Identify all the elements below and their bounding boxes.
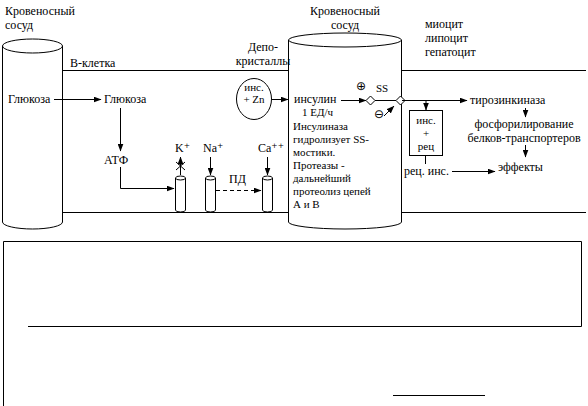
ion-label: Na⁺ xyxy=(203,141,229,155)
link-line xyxy=(425,156,426,164)
enzyme-label: тирозинкиназа xyxy=(470,93,580,107)
substance-label: Глюкоза xyxy=(8,92,62,106)
substance-label: инсулин xyxy=(294,92,354,106)
flow-arrow xyxy=(121,167,175,189)
flow-connector xyxy=(272,99,288,100)
inhibit-arrow xyxy=(384,106,394,116)
flow-arrow xyxy=(452,171,495,172)
cylinder-outline xyxy=(3,39,63,229)
flow-arrow xyxy=(525,145,526,157)
process-label: фосфорилирование белков-транспортеров xyxy=(462,117,586,145)
complex-label: рец. инс. xyxy=(404,164,454,178)
substance-label: Глюкоза xyxy=(104,92,164,106)
ion-arrow xyxy=(267,157,268,175)
bond-label: SS xyxy=(376,82,396,95)
blood-vessel-cylinder: Кровеносный сосудГлюкоза xyxy=(2,0,63,232)
ion-arrow xyxy=(180,157,181,175)
flow-arrow xyxy=(405,100,467,101)
flow-arrow xyxy=(341,100,366,101)
ion-label: K⁺ xyxy=(175,141,195,155)
effect-label: эффекты xyxy=(498,160,558,174)
membrane-line xyxy=(402,70,586,71)
diamond-mark xyxy=(396,96,405,105)
membrane-line xyxy=(63,70,288,71)
flow-arrow xyxy=(525,108,526,117)
depot-ellipse: Депо-кристаллыинс. + Zn xyxy=(236,78,272,120)
ion-arrow xyxy=(210,157,211,175)
vessel-heading: Кровеносный сосуд xyxy=(5,4,85,32)
blood-vessel-cylinder-outline xyxy=(2,0,63,232)
membrane-line xyxy=(402,212,586,213)
answer-line xyxy=(393,395,485,396)
activation-sign: ⊕ xyxy=(356,79,372,93)
rate-label: 1 ЕД/ч xyxy=(302,106,352,119)
flow-arrow xyxy=(120,108,121,151)
cell-label: В-клетка xyxy=(70,56,140,70)
ellipse-outline xyxy=(237,79,272,120)
blood-vessel-cylinder: Кровеносный сосуд инсулин1 ЕД/ч ⊕ SS ⊖Инсули… xyxy=(288,0,402,232)
cell-type-label: миоцит xyxy=(425,17,495,31)
block-cross xyxy=(176,162,185,170)
flow-connector xyxy=(402,101,426,111)
block-cross xyxy=(176,162,185,170)
complex-label: инс. + рец xyxy=(414,114,438,153)
cell-type-label: гепатоцит xyxy=(425,45,495,59)
diamond-mark xyxy=(366,96,375,105)
substance-label: АТФ xyxy=(104,153,144,167)
ion-channel xyxy=(263,176,273,212)
cylinder-outline xyxy=(289,33,402,229)
depot-heading: Депо-кристаллы xyxy=(230,40,296,68)
dashed-arrow xyxy=(216,190,261,191)
ion-label: Ca⁺⁺ xyxy=(258,141,290,155)
complex-label: инс. + Zn xyxy=(243,81,265,105)
cell-type-label: липоцит xyxy=(425,31,495,45)
note-text: Инсулиназа гидролизует SS-мостики. Проте… xyxy=(293,120,377,211)
membrane-line xyxy=(63,212,288,213)
flow-arrow xyxy=(54,99,101,100)
receptor-box: инс. + рец xyxy=(409,110,443,156)
signal-label: ПД xyxy=(229,172,253,186)
answer-frame xyxy=(4,242,582,406)
ion-channel xyxy=(206,176,216,212)
answer-line xyxy=(28,326,582,327)
bond-line xyxy=(375,100,396,101)
ion-channel xyxy=(176,176,186,212)
inhibition-sign: ⊖ xyxy=(374,107,390,121)
vessel-heading: Кровеносный сосуд xyxy=(305,4,385,32)
